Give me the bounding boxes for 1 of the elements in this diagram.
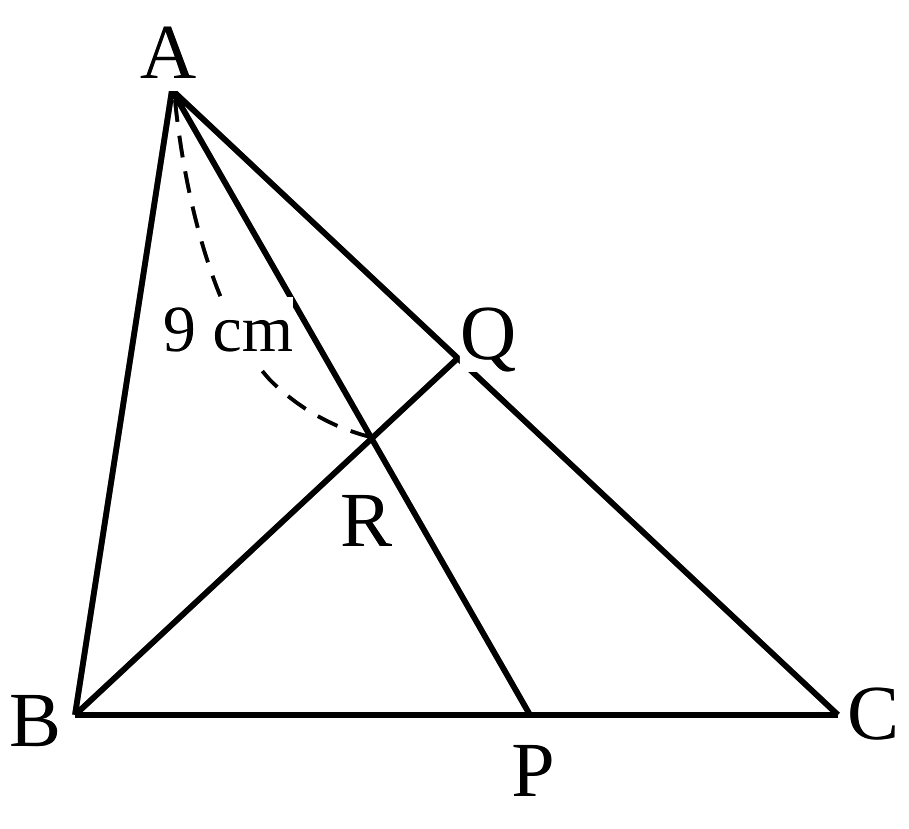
dimension-label: 9 cm [162,297,294,363]
